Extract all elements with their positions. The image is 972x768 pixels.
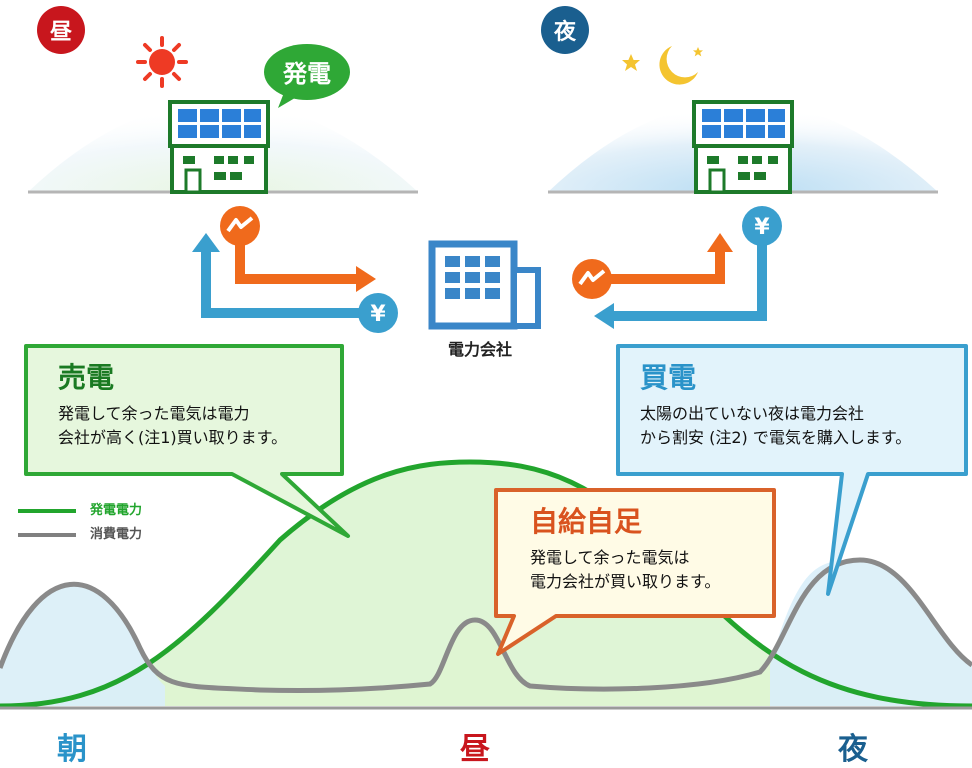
left-flow-arrows: ¥ xyxy=(192,206,398,333)
night-house xyxy=(692,100,794,194)
buy-callout-shape xyxy=(616,344,968,596)
self-callout: 自給自足 発電して余った電気は 電力会社が買い取ります。 xyxy=(530,508,720,594)
buy-callout-body: 太陽の出ていない夜は電力会社 から割安 (注2) で電気を購入します。 xyxy=(640,404,912,447)
generation-speech-bubble: 発電 xyxy=(264,44,350,108)
night-scene xyxy=(548,46,938,194)
yen-icon: ¥ xyxy=(742,206,782,246)
sun-icon xyxy=(136,36,188,88)
sell-callout-body: 発電して余った電気は電力 会社が高く(注1)買い取ります。 xyxy=(58,404,288,447)
moon-icon xyxy=(659,46,698,85)
self-callout-shape xyxy=(494,488,776,656)
axis-label-morning: 朝 xyxy=(57,732,87,767)
legend-consumption-label: 消費電力 xyxy=(90,527,143,542)
power-company-building-icon xyxy=(428,240,541,330)
day-badge: 昼 xyxy=(37,6,85,54)
lightning-icon xyxy=(220,206,260,246)
buy-callout: 買電 太陽の出ていない夜は電力会社 から割安 (注2) で電気を購入します。 xyxy=(640,364,911,450)
legend-generation-label: 発電電力 xyxy=(90,503,143,518)
night-badge: 夜 xyxy=(541,6,589,54)
star-icon xyxy=(693,47,703,57)
right-flow-arrows: ¥ xyxy=(572,206,782,329)
self-callout-title: 自給自足 xyxy=(530,505,643,538)
svg-text:¥: ¥ xyxy=(754,215,770,240)
day-house xyxy=(168,100,270,194)
axis-label-night: 夜 xyxy=(838,732,868,767)
sell-callout: 売電 発電して余った電気は電力 会社が高く(注1)買い取ります。 xyxy=(58,364,287,450)
sell-callout-shape xyxy=(24,344,350,538)
speech-bubble-text: 発電 xyxy=(282,60,331,88)
sell-callout-title: 売電 xyxy=(58,361,115,394)
buy-callout-title: 買電 xyxy=(640,361,697,394)
yen-icon: ¥ xyxy=(358,293,398,333)
self-callout-body: 発電して余った電気は 電力会社が買い取ります。 xyxy=(530,548,721,591)
power-curves xyxy=(0,459,972,710)
lightning-icon xyxy=(572,259,612,299)
power-company-label: 電力会社 xyxy=(448,340,512,359)
star-icon xyxy=(622,54,640,71)
svg-text:¥: ¥ xyxy=(370,302,386,327)
axis-label-noon: 昼 xyxy=(460,732,490,767)
day-scene: 発電 xyxy=(28,36,418,194)
consumption-curve xyxy=(0,557,972,694)
